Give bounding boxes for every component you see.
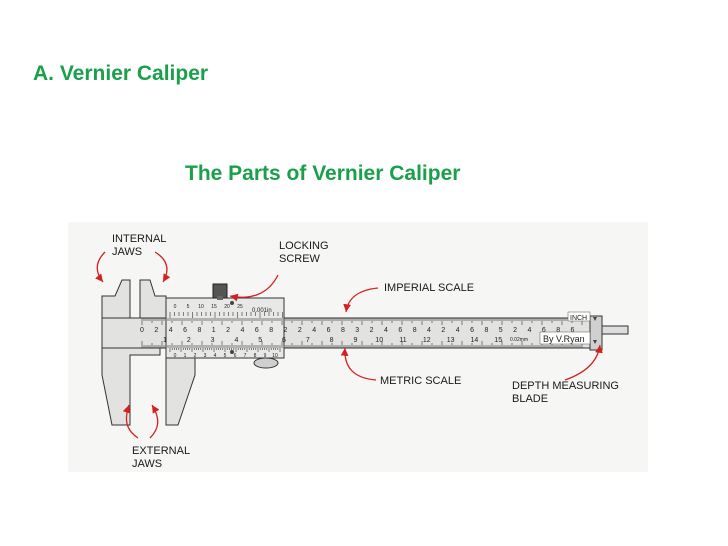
- vernier-bottom-number: 2: [194, 353, 197, 359]
- imperial-digit: 4: [456, 327, 460, 334]
- vernier-bottom-number: 5: [224, 353, 227, 359]
- locking-screw-stem: [217, 296, 223, 300]
- metric-number: 3: [211, 337, 215, 344]
- diagram-title: The Parts of Vernier Caliper: [185, 162, 461, 185]
- metric-number: 11: [399, 337, 406, 344]
- imperial-digit: 4: [527, 327, 531, 334]
- arrow-depth-blade: [564, 344, 603, 381]
- label-imperial-scale: IMPERIAL SCALE: [384, 282, 475, 294]
- vernier-mm-label: 0.02mm: [510, 337, 528, 343]
- imperial-digit: 6: [470, 327, 474, 334]
- metric-number: 14: [471, 337, 479, 344]
- metric-number: 2: [187, 337, 191, 344]
- imperial-digit: 4: [169, 327, 173, 334]
- imperial-digit: 6: [571, 327, 575, 334]
- author-credit: By V.Ryan: [543, 334, 585, 344]
- imperial-digit: 6: [183, 327, 187, 334]
- metric-number: 5: [258, 337, 262, 344]
- metric-number: 15: [494, 337, 502, 344]
- label-locking-screw: LOCKING SCREW: [279, 240, 329, 265]
- sliding-internal-jaw: [139, 279, 167, 319]
- imperial-digit: 6: [398, 327, 402, 334]
- imperial-digit: 6: [255, 327, 259, 334]
- vernier-bottom-number: 10: [272, 353, 278, 359]
- imperial-digit: 3: [355, 327, 359, 334]
- screw-marker-right: [230, 350, 234, 354]
- imperial-digit: 8: [556, 327, 560, 334]
- vernier-top-number: 20: [224, 304, 230, 310]
- metric-number: 7: [306, 337, 310, 344]
- metric-number: 13: [447, 337, 455, 344]
- inch-marker-box: [567, 311, 591, 322]
- arrow-external-jaw-right: [149, 404, 160, 439]
- imperial-digit: 2: [513, 327, 517, 334]
- inch-marker: INCH: [570, 315, 587, 322]
- imperial-digit: 4: [312, 327, 316, 334]
- vernier-top-number: 25: [237, 304, 243, 310]
- imperial-digit: 4: [427, 327, 431, 334]
- label-metric-scale: METRIC SCALE: [380, 375, 462, 387]
- metric-number: 4: [234, 337, 238, 344]
- beam-end-cap: [589, 315, 603, 351]
- depth-measuring-blade: [599, 325, 629, 335]
- imperial-digit: 8: [413, 327, 417, 334]
- imperial-digit: 2: [226, 327, 230, 334]
- author-box: [539, 331, 591, 345]
- metric-number: 10: [375, 337, 383, 344]
- arrow-imperial-scale: [343, 287, 379, 313]
- imperial-digit: 2: [370, 327, 374, 334]
- vernier-bottom-number: 0: [174, 353, 177, 359]
- fixed-external-jaw: [101, 347, 161, 426]
- sliding-external-jaw: [165, 357, 196, 426]
- metric-number: 9: [353, 337, 357, 344]
- imperial-digit: 8: [197, 327, 201, 334]
- imperial-digit: 6: [327, 327, 331, 334]
- locking-screw: [212, 283, 228, 299]
- arrow-internal-jaw-left: [95, 251, 106, 283]
- imperial-digit: 8: [269, 327, 273, 334]
- arrow-locking-screw: [229, 274, 279, 302]
- vernier-bottom-number: 1: [184, 353, 187, 359]
- imperial-digit: 2: [284, 327, 288, 334]
- arrow-external-jaw-left: [122, 404, 139, 439]
- fixed-internal-jaw: [101, 279, 131, 319]
- metric-number: 6: [282, 337, 286, 344]
- imperial-digit: 8: [484, 327, 488, 334]
- imperial-digit: 5: [499, 327, 503, 334]
- arrow-internal-jaw-right: [154, 251, 171, 283]
- metric-number: 1: [163, 337, 167, 344]
- vernier-top-number: 15: [211, 304, 217, 310]
- imperial-digit: 8: [341, 327, 345, 334]
- imperial-digit: 2: [441, 327, 445, 334]
- vernier-top-number: 5: [187, 304, 190, 310]
- label-depth-measuring-blade: DEPTH MEASURING BLADE: [512, 380, 619, 405]
- arrow-metric-scale: [340, 347, 377, 381]
- metric-number: 8: [330, 337, 334, 344]
- label-external-jaws: EXTERNAL JAWS: [132, 445, 191, 470]
- label-internal-jaws: INTERNAL JAWS: [112, 233, 167, 258]
- imperial-digit: 4: [384, 327, 388, 334]
- vernier-top-number: 0: [174, 304, 177, 310]
- imperial-digit: 4: [240, 327, 244, 334]
- vernier-bottom-number: 4: [214, 353, 217, 359]
- screw-marker-left: [230, 301, 234, 305]
- vernier-inch-label: 0.001in: [252, 308, 272, 314]
- imperial-digit: 1: [212, 327, 216, 334]
- screw-marker-right-bottom: [593, 340, 597, 344]
- imperial-digit: 0: [140, 327, 144, 334]
- thumb-wheel: [253, 357, 279, 369]
- vernier-bottom-number: 6: [234, 353, 237, 359]
- imperial-digit: 2: [298, 327, 302, 334]
- vernier-bottom-number: 3: [204, 353, 207, 359]
- metric-number: 12: [423, 337, 431, 344]
- vernier-top-number: 10: [198, 304, 204, 310]
- vernier-bottom-number: 9: [264, 353, 267, 359]
- imperial-digit: 2: [154, 327, 158, 334]
- screw-marker-right-top: [593, 317, 597, 321]
- vernier-bottom-number: 8: [254, 353, 257, 359]
- imperial-digit: 6: [542, 327, 546, 334]
- vernier-bottom-number: 7: [244, 353, 247, 359]
- slide-title: A. Vernier Caliper: [33, 62, 209, 85]
